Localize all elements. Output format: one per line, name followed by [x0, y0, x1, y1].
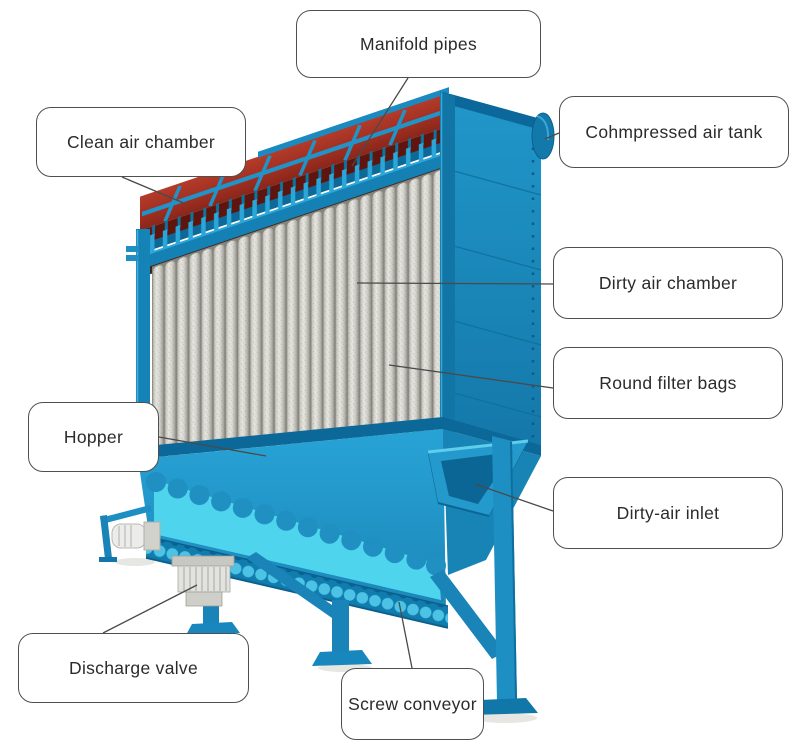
tube-sheet-rails [140, 128, 447, 272]
leader-screw-conveyor [398, 601, 413, 669]
right-leg [492, 436, 517, 702]
corner-post [440, 92, 455, 464]
leader-dirty-air-inlet [474, 483, 554, 512]
leader-dirty-air-chamber [356, 282, 554, 285]
leader-clean-air-chamber [121, 176, 187, 205]
hopper-flange [136, 417, 541, 459]
leader-compressed-air-tank [544, 132, 560, 140]
leader-lines [102, 77, 560, 669]
discharge-valve [171, 555, 235, 607]
side-wall [440, 92, 542, 464]
callout-round-filter-bags: Round filter bags [553, 347, 783, 419]
left-support-leg [100, 515, 112, 559]
callout-compressed-air-tank: Cohmpressed air tank [559, 96, 789, 168]
callout-manifold-pipes: Manifold pipes [296, 10, 541, 78]
mid-leg [332, 600, 349, 656]
callout-hopper: Hopper [28, 402, 159, 472]
callout-clean-air-chamber: Clean air chamber [36, 107, 246, 177]
left-support-beam [100, 505, 152, 524]
leader-discharge-valve [102, 584, 198, 634]
support-legs [99, 436, 538, 715]
callout-discharge-valve: Discharge valve [18, 633, 249, 703]
right-brace [430, 570, 505, 659]
hopper-wave-edge [146, 472, 446, 576]
leader-manifold-pipes [351, 77, 409, 167]
callout-dirty-air-chamber: Dirty air chamber [553, 247, 783, 319]
mid-brace [246, 552, 342, 618]
leader-round-filter-bags [388, 364, 554, 389]
conveyor-motor [111, 521, 161, 551]
callout-dirty-air-inlet: Dirty-air inlet [553, 477, 783, 549]
leader-hopper [158, 436, 267, 457]
callout-screw-conveyor: Screw conveyor [341, 668, 484, 740]
compressed-air-tank [531, 112, 555, 160]
top-rim [258, 87, 449, 158]
